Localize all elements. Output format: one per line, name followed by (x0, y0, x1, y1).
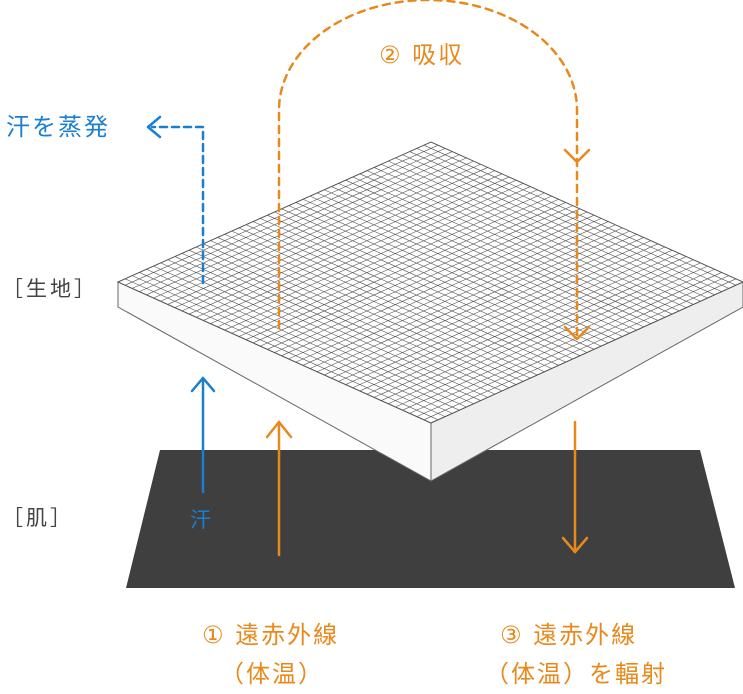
grid-line (288, 218, 602, 360)
grid-line (324, 189, 637, 331)
arrow-down-icon (563, 148, 591, 164)
grid-line (381, 163, 694, 305)
grid-line (402, 154, 715, 296)
absorption-label: ② 吸収 (379, 41, 465, 69)
grid-line (366, 170, 680, 312)
arrow-down-icon (563, 325, 591, 341)
grid-line (388, 262, 701, 405)
infrared-1-line1: ① 遠赤外線 (202, 621, 340, 649)
grid-line (352, 246, 666, 389)
infrared-3-line1: ③ 遠赤外線 (500, 621, 638, 649)
grid-line (288, 205, 602, 347)
grid-line (416, 148, 729, 289)
sweat-label: 汗 (190, 508, 214, 532)
absorption-loop-arrow (277, 0, 591, 341)
arrow-down-icon (561, 536, 589, 554)
grid-line (388, 160, 701, 302)
grid-line (309, 195, 623, 337)
infrared-down-arrow (561, 420, 589, 554)
infrared-3-line2: （体温）を輻射 (485, 660, 667, 688)
grid-line (331, 186, 644, 328)
grid-line (338, 240, 651, 382)
sweat-up-arrow (190, 376, 216, 494)
fabric-label: ［生地］ (2, 277, 98, 301)
grid-line (352, 176, 666, 318)
grid-line (302, 198, 616, 340)
grid-line (331, 237, 644, 379)
infrared-1-line2: （体温） (220, 660, 324, 688)
grid-line (295, 202, 609, 344)
grid-line (345, 243, 659, 385)
grid-line (416, 275, 729, 417)
evaporate-arrow (146, 115, 205, 285)
grid-line (366, 253, 680, 395)
grid-line (345, 179, 659, 321)
grid-line (373, 256, 687, 398)
fabric-grid (124, 144, 737, 421)
grid-line (373, 167, 687, 308)
fabric-sheet (116, 141, 743, 482)
grid-line (402, 268, 715, 411)
arrow-up-icon (265, 420, 293, 439)
grid-line (423, 144, 737, 286)
evaporate-label: 汗を蒸発 (6, 113, 110, 141)
skin-label: ［肌］ (2, 506, 74, 530)
grid-line (395, 265, 708, 408)
arrow-up-icon (190, 376, 216, 393)
grid-line (359, 249, 673, 392)
grid-line (302, 224, 616, 366)
grid-line (381, 259, 694, 401)
grid-line (409, 151, 722, 292)
grid-line (409, 272, 722, 414)
grid-line (423, 278, 737, 421)
grid-line (395, 157, 708, 299)
grid-line (281, 214, 595, 356)
grid-line (324, 233, 637, 376)
infrared-up-arrow (265, 420, 293, 557)
grid-line (281, 208, 595, 350)
grid-line (295, 221, 609, 363)
arrow-left-icon (146, 115, 162, 139)
grid-line (274, 211, 588, 353)
grid-line (359, 173, 673, 315)
grid-line (338, 183, 651, 324)
grid-line (309, 227, 623, 369)
